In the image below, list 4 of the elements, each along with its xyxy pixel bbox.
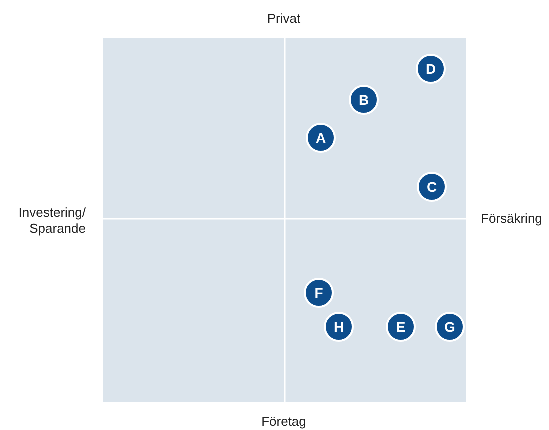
axis-label: Privat	[266, 11, 302, 27]
axis-label: Företag	[260, 414, 308, 430]
axis-label: Försäkring	[481, 211, 544, 227]
axis-label: Investering/ Sparande	[18, 205, 86, 237]
